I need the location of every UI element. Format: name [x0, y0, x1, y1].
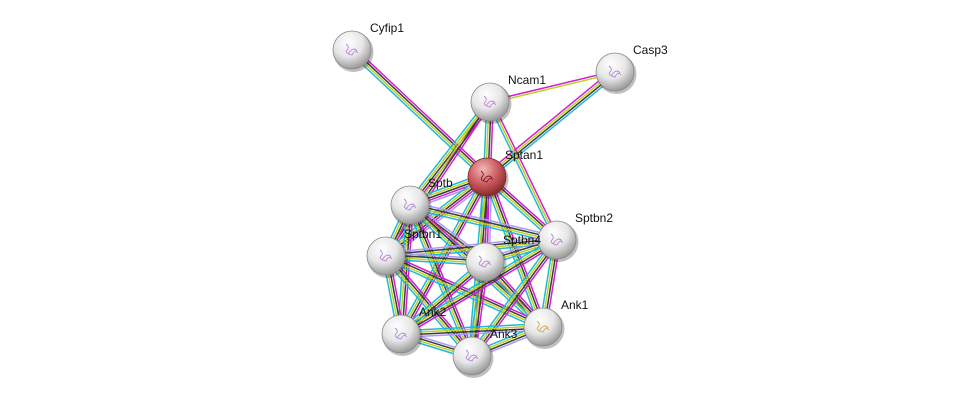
protein-structure-icon: [608, 65, 622, 78]
node-sptbn4[interactable]: Sptbn4: [465, 233, 541, 284]
evidence-line-yellow: [490, 72, 616, 104]
node-label: Sptbn4: [503, 233, 541, 247]
node-label: Ank3: [490, 327, 518, 341]
node-label: Sptan1: [505, 148, 543, 162]
protein-structure-icon: [379, 249, 393, 262]
edge-sptbn2-ank3[interactable]: [468, 237, 561, 359]
evidence-line-cyan: [487, 102, 556, 242]
edge-ncam1-sptbn2[interactable]: [487, 100, 560, 242]
protein-structure-icon: [483, 95, 497, 108]
evidence-line-cyan: [398, 236, 556, 332]
evidence-line-yellow: [489, 101, 558, 241]
node-label: Cyfip1: [370, 21, 404, 35]
node-ank2[interactable]: Ank2: [381, 305, 447, 356]
evidence-line-magenta: [484, 68, 614, 176]
edge-cyfip1-sptan1[interactable]: [349, 47, 490, 180]
evidence-line-lavender: [401, 329, 544, 339]
node-sptbn2[interactable]: Sptbn2: [537, 211, 613, 262]
node-ncam1[interactable]: Ncam1: [470, 73, 546, 124]
edge-ank1-ank2[interactable]: [400, 322, 544, 339]
evidence-line-black: [352, 48, 489, 177]
evidence-line-black: [472, 240, 559, 358]
node-label: Sptbn1: [404, 227, 442, 241]
protein-structure-icon: [345, 43, 359, 56]
evidence-line-yellow: [399, 204, 410, 334]
node-label: Sptb: [428, 176, 453, 190]
protein-structure-icon: [536, 320, 550, 333]
evidence-line-yellow: [399, 176, 487, 334]
evidence-line-yellow: [485, 70, 615, 177]
node-label: Ank2: [419, 305, 447, 319]
protein-structure-icon: [394, 327, 408, 340]
evidence-line-yellow: [400, 238, 557, 334]
protein-structure-icon: [550, 233, 564, 246]
node-cyfip1[interactable]: Cyfip1: [332, 21, 404, 72]
evidence-line-magenta: [491, 100, 560, 240]
node-sptb[interactable]: Sptb: [390, 176, 453, 227]
protein-structure-icon: [478, 255, 492, 268]
evidence-line-yellow: [409, 205, 557, 242]
evidence-line-black: [385, 238, 557, 256]
evidence-line-magenta: [353, 47, 490, 176]
evidence-line-cyan: [400, 322, 543, 332]
node-ank1[interactable]: Ank1: [523, 298, 589, 349]
node-label: Sptbn2: [575, 211, 613, 225]
evidence-line-magenta: [402, 242, 560, 338]
edge-casp3-ncam1[interactable]: [489, 70, 616, 104]
evidence-line-cyan: [406, 99, 488, 204]
protein-structure-icon: [465, 349, 479, 362]
node-label: Casp3: [633, 43, 668, 57]
node-ank3[interactable]: Ank3: [452, 327, 518, 378]
evidence-line-black: [487, 72, 617, 179]
protein-structure-icon: [403, 198, 417, 211]
evidence-line-yellow: [350, 50, 487, 179]
evidence-line-black: [385, 101, 491, 257]
node-sptan1[interactable]: Sptan1: [467, 148, 543, 199]
node-label: Ank1: [561, 298, 589, 312]
protein-structure-icon: [480, 170, 494, 183]
evidence-line-black: [401, 327, 544, 336]
node-label: Ncam1: [508, 73, 546, 87]
evidence-line-cyan: [382, 172, 485, 254]
evidence-line-cyan: [349, 51, 486, 180]
evidence-line-black: [410, 203, 558, 240]
evidence-line-magenta: [489, 70, 615, 102]
evidence-line-black: [401, 240, 558, 336]
evidence-line-yellow: [400, 325, 543, 334]
evidence-line-lavender: [385, 235, 557, 254]
evidence-line-yellow: [470, 238, 557, 356]
evidence-line-magenta: [474, 241, 561, 359]
evidence-line-magenta: [387, 252, 545, 325]
evidence-line-black: [386, 254, 544, 327]
node-sptbn1[interactable]: Sptbn1: [366, 227, 442, 278]
edge-sptbn2-ank2[interactable]: [398, 236, 560, 338]
evidence-line-lavender: [410, 201, 558, 238]
evidence-line-cyan: [488, 73, 618, 181]
evidence-line-cyan: [468, 237, 555, 355]
node-casp3[interactable]: Casp3: [595, 43, 668, 94]
evidence-line-cyan: [409, 207, 557, 244]
edge-sptb-sptbn2[interactable]: [409, 201, 558, 244]
edge-casp3-sptan1[interactable]: [484, 68, 618, 181]
evidence-line-black: [385, 176, 488, 257]
